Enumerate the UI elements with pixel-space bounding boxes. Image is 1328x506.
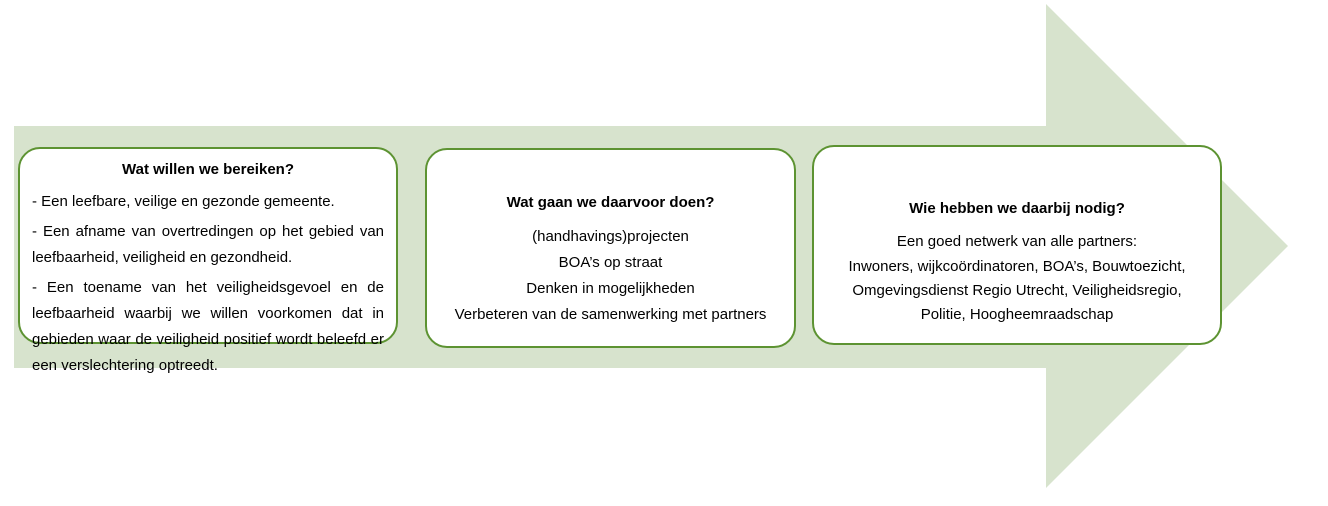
stage-acties-line-2: BOA’s op straat [558, 254, 663, 271]
stage-partners-line-3: Omgevingsdienst Regio Utrecht, Veilighei… [852, 281, 1182, 299]
stage-acties-line-4: Verbeteren van de samenwerking met partn… [454, 306, 767, 323]
stage-box-acties[interactable]: Wat gaan we daarvoor doen? (handhavings)… [425, 148, 796, 348]
stage-partners-line-2: Inwoners, wijkcoördinatoren, BOA’s, Bouw… [848, 257, 1186, 275]
stage-doelen-line-1: - Een leefbare, veilige en gezonde gemee… [32, 193, 335, 210]
stage-box-doelen[interactable]: Wat willen we bereiken? - Een leefbare, … [18, 147, 398, 374]
stage-title-doelen: Wat willen we bereiken? [122, 161, 294, 178]
stage-acties-line-1: (handhavings)projecten [532, 228, 689, 245]
stage-title-partners: Wie hebben we daarbij nodig? [909, 199, 1125, 217]
stage-acties-line-3: Denken in mogelijkheden [526, 280, 695, 297]
stage-title-acties: Wat gaan we daarvoor doen? [506, 194, 715, 211]
stage-partners-line-1: Een goed netwerk van alle partners: [896, 232, 1138, 250]
stage-box-partners[interactable]: Wie hebben we daarbij nodig? Een goed ne… [812, 145, 1222, 345]
stage-doelen-line-2: - Een afname van overtredingen op het ge… [32, 223, 384, 266]
stage-doelen-line-3: - Een toename van het veiligheidsgevoel … [32, 279, 384, 374]
stage-partners-line-4: Politie, Hoogheemraadschap [920, 305, 1114, 323]
